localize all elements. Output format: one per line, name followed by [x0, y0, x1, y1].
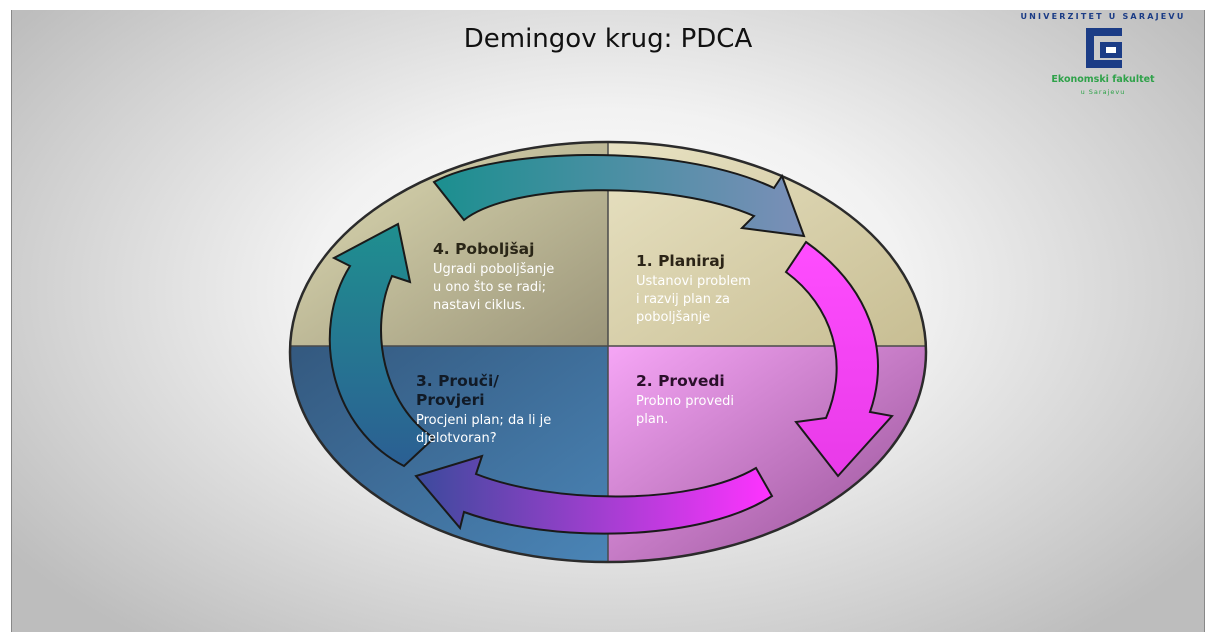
ef-logo-icon: [1086, 28, 1122, 68]
do-heading: 2. Provedi: [636, 372, 725, 390]
cycle-arrow-icon: [432, 154, 806, 238]
faculty-logo: UNIVERZITET U SARAJEVU Ekonomski fakulte…: [1008, 12, 1198, 112]
logo-faculty-text: Ekonomski fakultet: [1051, 74, 1155, 85]
do-line: Probno provedi: [636, 394, 734, 409]
act-line: Ugradi poboljšanje: [433, 262, 554, 277]
plan-line: poboljšanje: [636, 310, 710, 325]
plan-line: Ustanovi problem: [636, 274, 751, 289]
logo-university-text: UNIVERZITET U SARAJEVU: [1020, 12, 1186, 21]
plan-line: i razvij plan za: [636, 292, 730, 307]
act-line: u ono što se radi;: [433, 280, 546, 295]
quadrant-do-text: 2. Provedi Probno provedi plan.: [636, 372, 734, 427]
logo-city-text: u Sarajevu: [1080, 88, 1126, 96]
do-line: plan.: [636, 412, 668, 427]
quadrant-study-text: 3. Prouči/ Provjeri Procjeni plan; da li…: [416, 372, 551, 446]
study-heading: 3. Prouči/: [416, 372, 499, 390]
cycle-arrow-icon: [328, 222, 436, 468]
page-title: Demingov krug: PDCA: [463, 24, 753, 54]
study-line: Procjeni plan; da li je: [416, 413, 551, 428]
cycle-arrow-icon: [414, 454, 774, 535]
study-heading: Provjeri: [416, 391, 485, 409]
slide: Demingov krug: PDCA UNIVERZITET U SARAJE…: [11, 10, 1205, 632]
act-line: nastavi ciklus.: [433, 298, 526, 313]
quadrant-plan-text: 1. Planiraj Ustanovi problem i razvij pl…: [636, 252, 751, 325]
pdca-diagram: 1. Planiraj Ustanovi problem i razvij pl…: [288, 140, 928, 564]
plan-heading: 1. Planiraj: [636, 252, 725, 270]
quadrant-act-text: 4. Poboljšaj Ugradi poboljšanje u ono št…: [433, 240, 554, 313]
cycle-outline: [288, 140, 928, 564]
cycle-arrow-icon: [784, 240, 894, 478]
act-heading: 4. Poboljšaj: [433, 240, 534, 258]
study-line: djelotvoran?: [416, 431, 497, 446]
